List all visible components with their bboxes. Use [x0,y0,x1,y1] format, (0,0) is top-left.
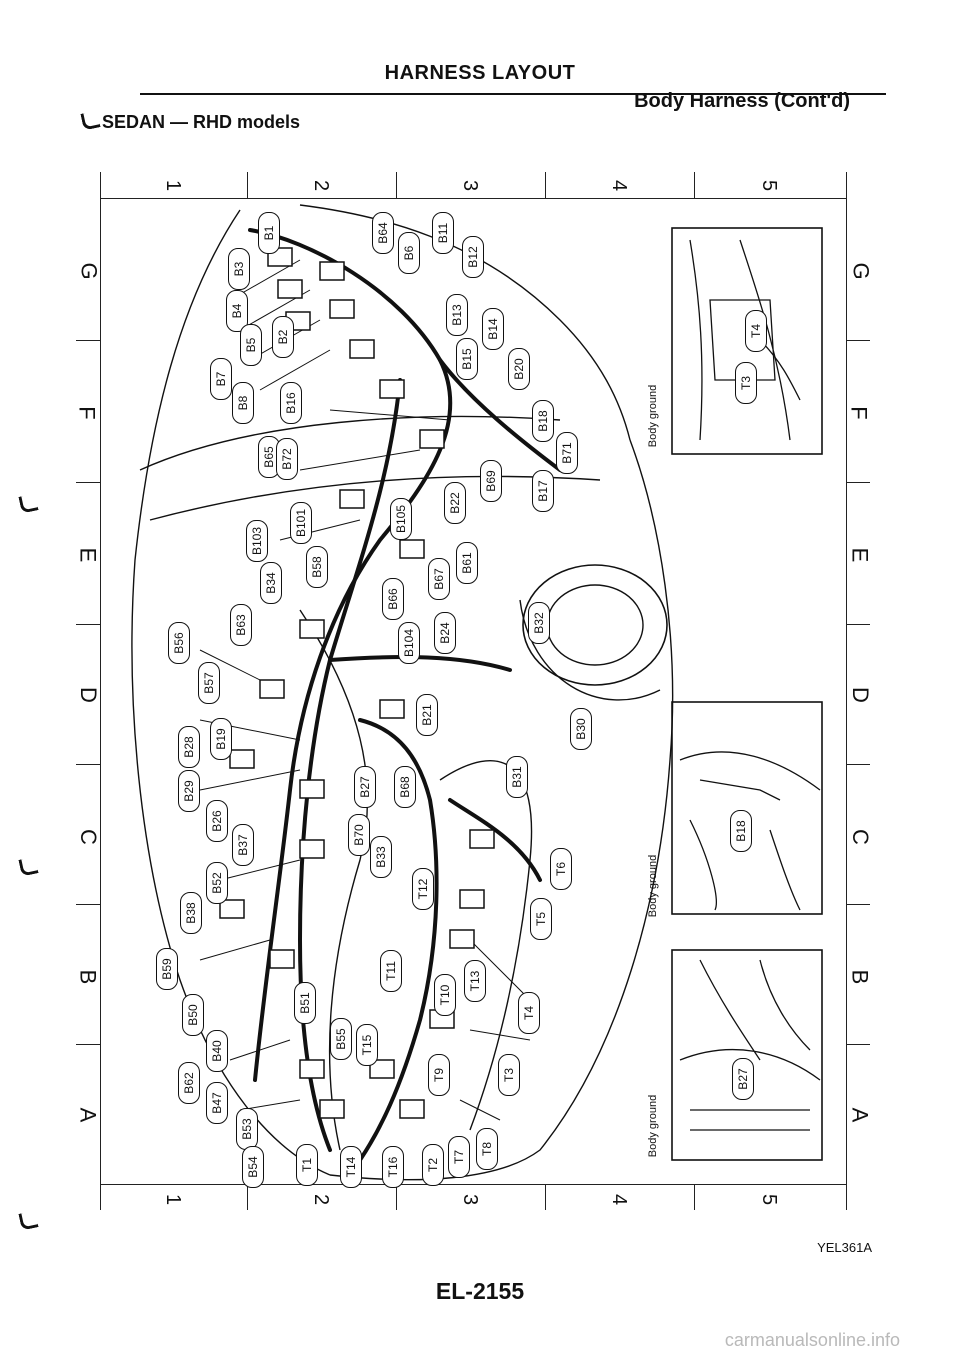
connector-callout: T4 [745,310,767,352]
connector-callout-b6: B6 [398,232,420,274]
connector-callout-b64: B64 [372,212,394,254]
connector-callout-b52: B52 [206,862,228,904]
connector-callout-b19: B19 [210,718,232,760]
connector-callout-b27: B27 [354,766,376,808]
connector-callout-t3: T3 [498,1054,520,1096]
connector-callout-t2: T2 [422,1144,444,1186]
connector-callout-b29: B29 [178,770,200,812]
connector-callout-b33: B33 [370,836,392,878]
connector-callout-b57: B57 [198,662,220,704]
connector-callout: B18 [730,810,752,852]
connector-callout-t10: T10 [434,974,456,1016]
connector-callout-b101: B101 [290,502,312,544]
connector-callout-t6: T6 [550,848,572,890]
connector-callout-b32: B32 [528,602,550,644]
page-number: EL-2155 [435,1278,525,1304]
connector-callout-b17: B17 [532,470,554,512]
connector-callout-t15: T15 [356,1024,378,1066]
connector-callout-b28: B28 [178,726,200,768]
figure-code: YEL361A [817,1240,872,1255]
watermark: carmanualsonline.info [724,1330,900,1350]
connector-callout-b2: B2 [272,316,294,358]
connector-callout-b21: B21 [416,694,438,736]
connector-callout: T3 [735,362,757,404]
inset-label: Body ground [647,384,660,448]
connector-callout-b14: B14 [482,308,504,350]
connector-callout-b54: B54 [242,1146,264,1188]
connector-callout-b37: B37 [232,824,254,866]
connector-callout-b70: B70 [348,814,370,856]
connector-callout-b56: B56 [168,622,190,664]
connector-callout-b53: B53 [236,1108,258,1150]
connector-callout-b5: B5 [240,324,262,366]
connector-callout-b62: B62 [178,1062,200,1104]
connector-callout-t1: T1 [296,1144,318,1186]
connector-callout-t13: T13 [464,960,486,1002]
connector-callout-b30: B30 [570,708,592,750]
connector-callout-b50: B50 [182,994,204,1036]
connector-callout-b104: B104 [398,622,420,664]
connector-callout-b20: B20 [508,348,530,390]
connector-callout-t7: T7 [448,1136,470,1178]
connector-callout-t9: T9 [428,1054,450,1096]
connector-callout-b58: B58 [306,546,328,588]
inset-label: Body ground [647,1094,660,1158]
connector-callout-b63: B63 [230,604,252,646]
connector-callout-t5: T5 [530,898,552,940]
connector-callout-b15: B15 [456,338,478,380]
connector-callout-b1: B1 [258,212,280,254]
connector-callout-b103: B103 [246,520,268,562]
model-label: SEDAN — RHD models [102,112,301,132]
connector-callout-b8: B8 [232,382,254,424]
connector-callout-b26: B26 [206,800,228,842]
connector-callout-b31: B31 [506,756,528,798]
title-rule [140,93,886,95]
connector-callout-b67: B67 [428,558,450,600]
connector-callout-b40: B40 [206,1030,228,1072]
connector-callout-b38: B38 [180,892,202,934]
connector-callout-t4: T4 [518,992,540,1034]
connector-callout-t14: T14 [340,1146,362,1188]
connector-callout-b13: B13 [446,294,468,336]
page-title: HARNESS LAYOUT [384,62,576,84]
connector-callout-b69: B69 [480,460,502,502]
connector-callout-b55: B55 [330,1018,352,1060]
connector-callout-b3: B3 [228,248,250,290]
connector-callout-b51: B51 [294,982,316,1024]
connector-callout-b11: B11 [432,212,454,254]
connector-callout-b66: B66 [382,578,404,620]
connector-callout-b47: B47 [206,1082,228,1124]
connector-callout: B27 [732,1058,754,1100]
connector-callout-b105: B105 [390,498,412,540]
connector-callout-b18: B18 [532,400,554,442]
connector-callout-b22: B22 [444,482,466,524]
connector-callout-b7: B7 [210,358,232,400]
inset-label: Body ground [647,854,660,918]
connector-callout-t8: T8 [476,1128,498,1170]
connector-callout-t11: T11 [380,950,402,992]
connector-callout-b24: B24 [434,612,456,654]
connector-callout-b68: B68 [394,766,416,808]
connector-callout-b12: B12 [462,236,484,278]
connector-callout-b72: B72 [276,438,298,480]
connector-callout-b59: B59 [156,948,178,990]
connector-callout-b61: B61 [456,542,478,584]
connector-callout-t12: T12 [412,868,434,910]
connector-callout-t16: T16 [382,1146,404,1188]
connector-callout-b16: B16 [280,382,302,424]
connector-callout-b71: B71 [556,432,578,474]
connector-callout-b34: B34 [260,562,282,604]
page-subtitle: Body Harness (Cont'd) [634,90,850,112]
